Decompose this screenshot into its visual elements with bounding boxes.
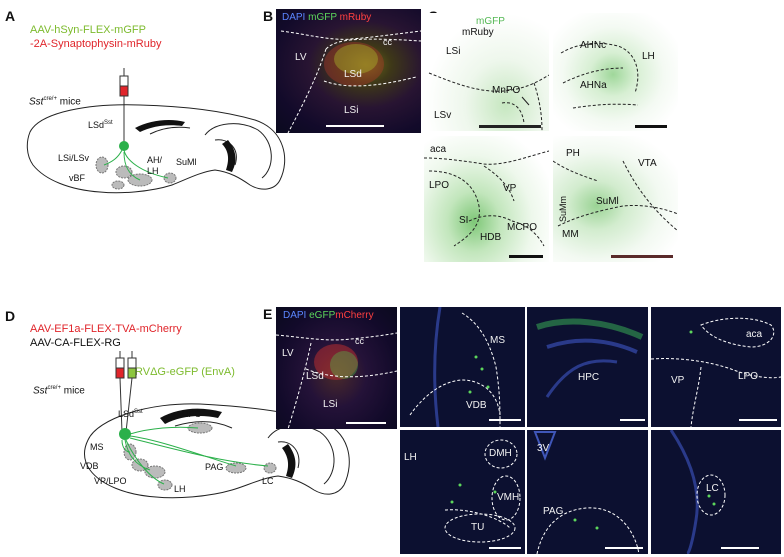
- panel-c-legend-mruby: mRuby: [462, 27, 494, 38]
- panel-d-syringe-red-icon: [115, 351, 125, 433]
- panel-d-region-vp-lpo: VP/LPO: [94, 476, 127, 486]
- panel-e-region-lv: LV: [282, 348, 294, 359]
- panel-c-tile-bottomleft: aca LPO VP SI HDB MCPO: [424, 136, 549, 262]
- panel-f-t4-scale-bar: [489, 547, 521, 549]
- panel-a-region-lsd: LSdSst: [88, 120, 113, 130]
- panel-f-region-lpo: LPO: [738, 371, 759, 382]
- panel-b-legend: DAPI mGFP mRuby: [282, 12, 372, 23]
- panel-f-tile-2: HPC: [527, 307, 648, 427]
- panel-f-region-aca: aca: [746, 329, 763, 340]
- panel-d-region-vdb: VDB: [80, 461, 99, 471]
- panel-c-tile-bottomright: PH VTA SuMm SuMl MM: [553, 136, 678, 262]
- panel-f-t6-scale-bar: [721, 547, 759, 549]
- panel-a-construct-line1: AAV-hSyn-FLEX-mGFP: [30, 24, 146, 36]
- panel-c-region-vta: VTA: [638, 158, 657, 169]
- panel-d-region-lh: LH: [174, 484, 186, 494]
- panel-f-region-lh: LH: [404, 452, 417, 463]
- panel-a-region-lsi-lsv: LSi/LSv: [58, 153, 90, 163]
- panel-e-legend: DAPI eGFPmCherry: [283, 310, 374, 321]
- panel-f-t3-scale-bar: [739, 419, 777, 421]
- panel-f-region-lc: LC: [706, 483, 719, 494]
- panel-e-region-lsi: LSi: [323, 399, 338, 410]
- panel-d-region-lc: LC: [262, 476, 274, 486]
- panel-c-region-ahna: AHNa: [580, 80, 607, 91]
- panel-c-region-lsi: LSi: [446, 46, 461, 57]
- panel-c-region-mm: MM: [562, 229, 579, 240]
- panel-a-region-ah: AH/: [147, 155, 163, 165]
- panel-f-tile-4: LH DMH VMH TU: [400, 430, 525, 554]
- panel-d-rabies-label: RVΔG-eGFP (EnvA): [135, 366, 235, 378]
- panel-a-label: A: [5, 8, 16, 24]
- panel-f-t5-scale-bar: [605, 547, 643, 549]
- panel-d-region-pag: PAG: [205, 462, 224, 472]
- panel-c-region-hdb: HDB: [480, 232, 502, 243]
- panel-c-region-lpo: LPO: [429, 180, 450, 191]
- panel-f-region-hpc: HPC: [578, 372, 600, 383]
- panel-b-region-lsi: LSi: [344, 105, 359, 116]
- panel-f-tile-1: MS VDB: [400, 307, 525, 427]
- panel-f-region-ms: MS: [490, 335, 505, 346]
- panel-b-micrograph: DAPI mGFP mRuby LV cc LSd LSi: [276, 9, 421, 133]
- panel-e-region-cc: cc: [355, 336, 364, 346]
- panel-a-region-lh: LH: [147, 166, 159, 176]
- panel-b-scale-bar: [326, 125, 384, 127]
- panel-f-region-tu: TU: [471, 522, 485, 533]
- panel-a-region-suml: SuMl: [176, 157, 197, 167]
- panel-f-t2-scale-bar: [620, 419, 645, 421]
- panel-c-tile-topleft: mGFP mRuby LSi MnPO LSv: [424, 13, 549, 131]
- panel-c-region-vp: VP: [503, 183, 517, 194]
- panel-e-region-lsd: LSd: [306, 371, 324, 382]
- panel-d-syringe-green-icon: [125, 351, 137, 433]
- panel-c-legend-mgfp: mGFP: [476, 16, 505, 27]
- panel-e-micrograph: DAPI eGFPmCherry LV cc LSd LSi: [276, 307, 397, 429]
- panel-f-region-pag: PAG: [543, 506, 564, 517]
- panel-f-tile-3: aca VP LPO: [651, 307, 781, 427]
- panel-b-region-lsd: LSd: [344, 69, 362, 80]
- panel-f-region-3v: 3V: [537, 443, 550, 454]
- panel-e-scale-bar: [346, 422, 386, 424]
- panel-a-construct-line2: -2A-Synaptophysin-mRuby: [30, 38, 162, 50]
- panel-c-tl-scale-bar: [479, 125, 541, 128]
- panel-e-label: E: [263, 306, 273, 322]
- panel-f-tile-5: 3V PAG: [527, 430, 648, 554]
- panel-c-region-suml: SuMl: [596, 196, 619, 207]
- panel-d-label: D: [5, 308, 16, 324]
- panel-c-region-lsv: LSv: [434, 110, 452, 121]
- panel-c-region-mcpo: MCPO: [507, 222, 537, 233]
- panel-c-region-mnpo: MnPO: [492, 85, 521, 96]
- panel-b-region-cc: cc: [383, 37, 392, 47]
- panel-c-region-ph: PH: [566, 148, 580, 159]
- panel-f-region-vmh: VMH: [497, 492, 520, 503]
- panel-a-syringe-icon: [119, 68, 129, 143]
- panel-f-region-vdb: VDB: [466, 400, 487, 411]
- panel-c-tr-scale-bar: [635, 125, 667, 128]
- panel-d-mice-label: Sstcre/+ mice: [33, 385, 85, 397]
- panel-c-region-ahnc: AHNc: [580, 40, 607, 51]
- panel-c-region-summ: SuMm: [558, 195, 569, 223]
- panel-c-region-lh: LH: [642, 51, 655, 62]
- panel-c-tile-topright: AHNc LH AHNa: [553, 13, 678, 131]
- panel-c-bl-scale-bar: [509, 255, 543, 258]
- panel-c-region-aca: aca: [430, 144, 447, 155]
- panel-d-construct-line2: AAV-CA-FLEX-RG: [30, 337, 121, 349]
- panel-c-region-si: SI: [459, 215, 469, 226]
- panel-d-region-lsd: LSdSst: [118, 409, 143, 419]
- panel-d-construct-line1: AAV-EF1a-FLEX-TVA-mCherry: [30, 323, 182, 335]
- panel-d-region-hpc: HPC: [182, 409, 202, 419]
- panel-f-t1-scale-bar: [489, 419, 521, 421]
- panel-d-region-ms: MS: [90, 442, 104, 452]
- panel-f-region-vp: VP: [671, 375, 685, 386]
- panel-b-label: B: [263, 8, 274, 24]
- panel-b-region-lv: LV: [295, 52, 307, 63]
- panel-a-region-vbf: vBF: [69, 173, 86, 183]
- panel-f-region-dmh: DMH: [489, 448, 512, 459]
- panel-a-mice-label: Sstcre/+ mice: [29, 96, 81, 108]
- panel-c-br-scale-bar: [611, 255, 673, 258]
- panel-f-tile-6: LC: [651, 430, 781, 554]
